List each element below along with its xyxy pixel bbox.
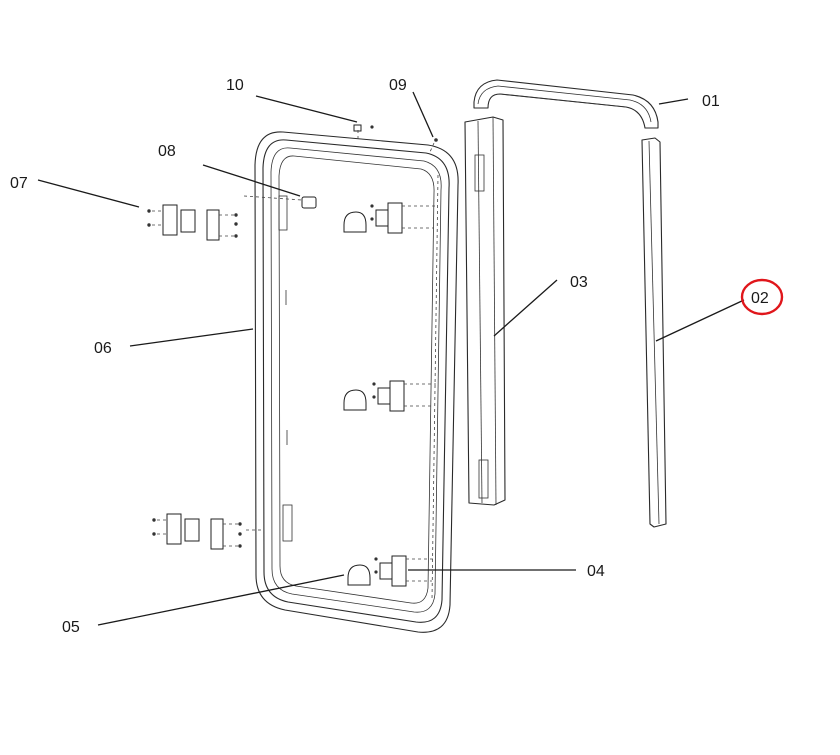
callout-label-03: 03 xyxy=(570,274,588,291)
callout-label-08: 08 xyxy=(158,143,176,160)
callout-label-02: 02 xyxy=(751,290,769,307)
callout-label-06: 06 xyxy=(94,340,112,357)
leader-lines xyxy=(37,91,745,626)
callout-label-04: 04 xyxy=(587,563,605,580)
side-profile-part-02 xyxy=(641,137,667,528)
callout-label-01: 01 xyxy=(702,93,720,110)
door-frame-part-06 xyxy=(254,131,459,633)
lock-hardware-part-07-bottom xyxy=(152,513,264,550)
latch-part-08 xyxy=(243,195,317,209)
side-profile-part-03 xyxy=(464,116,506,506)
hinge-set-bottom xyxy=(347,555,436,587)
screws-part-09-10 xyxy=(353,124,438,153)
highlight-circle xyxy=(740,278,784,316)
top-rail-part-01 xyxy=(473,79,659,129)
hinge-set-top xyxy=(343,202,436,234)
callout-label-09: 09 xyxy=(389,77,407,94)
callout-label-05: 05 xyxy=(62,619,80,636)
callout-label-10: 10 xyxy=(226,77,244,94)
lock-hardware-part-07-top xyxy=(147,204,238,241)
callout-labels: 01 02 03 04 05 06 07 08 09 10 xyxy=(10,77,769,636)
hinge-set-middle xyxy=(343,380,436,412)
callout-label-07: 07 xyxy=(10,175,28,192)
